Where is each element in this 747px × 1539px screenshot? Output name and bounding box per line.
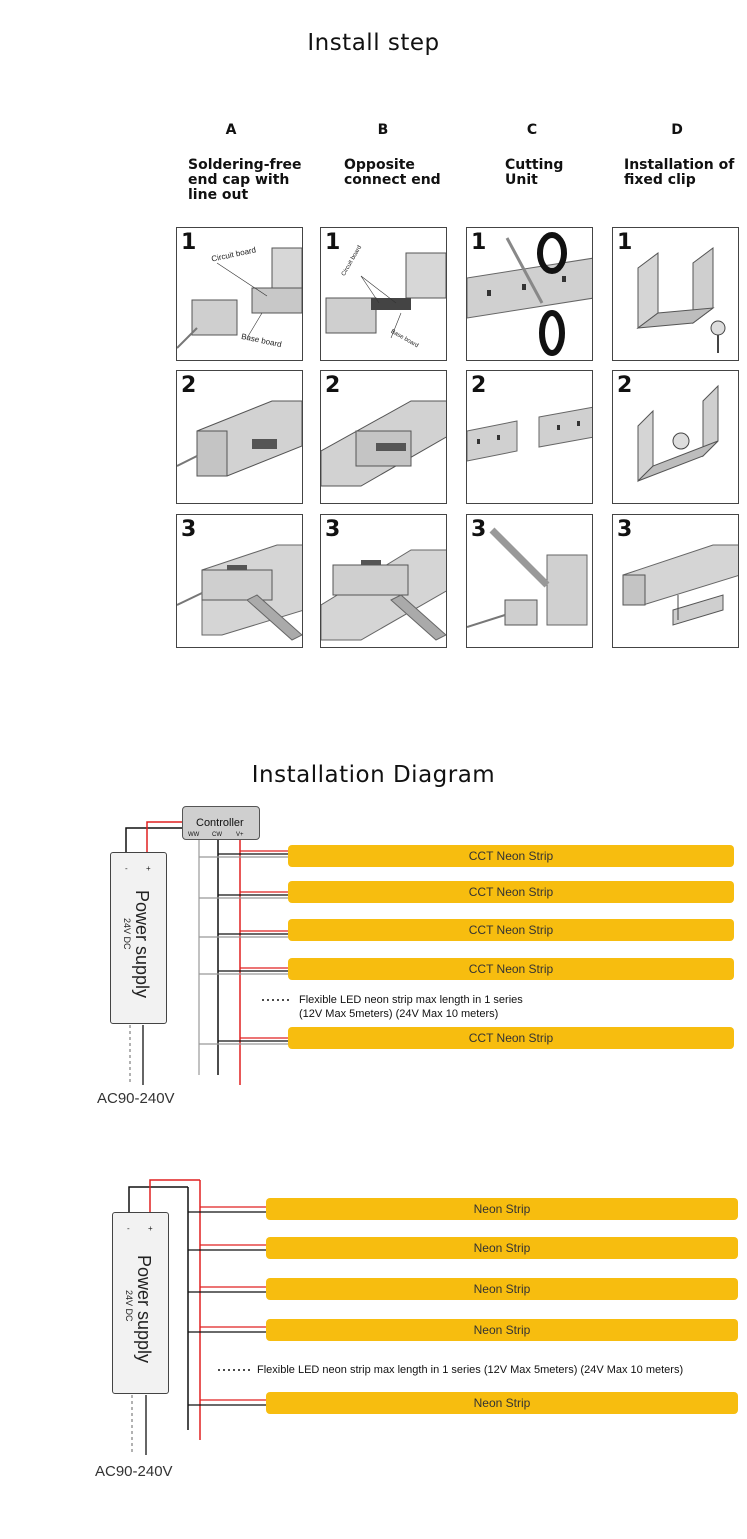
- install-step-title: Install step: [307, 30, 440, 56]
- clip-mounted-illustration: [622, 544, 738, 626]
- column-desc-d: Installation of fixed clip: [624, 157, 735, 188]
- psu-sub-label: 24V DC: [122, 918, 132, 950]
- clip-screw-illustration: [637, 384, 719, 483]
- installation-diagram-title: Installation Diagram: [251, 762, 496, 788]
- ac-input-label-1: AC90-240V: [97, 1090, 175, 1107]
- power-supply-1: [110, 852, 167, 1024]
- step-number: 1: [471, 230, 487, 255]
- opposite-connect-press-illustration: [321, 549, 446, 641]
- column-desc-a: Soldering-free end cap with line out: [188, 157, 302, 203]
- soldering-illustration: [467, 527, 588, 628]
- step-number: 1: [617, 230, 633, 255]
- fixed-clip-illustration: [636, 247, 726, 353]
- psu-label: Power supply: [134, 1255, 154, 1364]
- controller-pin-vplus: V+: [236, 832, 244, 838]
- column-letter-d: D: [671, 122, 683, 138]
- panel-c3: 3: [466, 514, 593, 648]
- panel-a1: 1 Circuit board Base board: [176, 227, 303, 361]
- panel-a2: 2: [176, 370, 303, 504]
- max-length-note-2: Flexible LED neon strip max length in 1 …: [257, 1364, 684, 1376]
- column-desc-b: Opposite connect end: [344, 157, 441, 188]
- panel-d1: 1: [612, 227, 739, 361]
- cct-neon-strip: CCT Neon Strip: [288, 1027, 734, 1049]
- panel-a3: 3: [176, 514, 303, 648]
- end-cap-press-illustration: [177, 544, 302, 641]
- neon-strip: Neon Strip: [266, 1198, 738, 1220]
- column-letter-b: B: [377, 122, 389, 138]
- opposite-connect-illustration: [325, 252, 446, 339]
- scissors-cut-illustration: [467, 232, 592, 356]
- psu-neg-label: -: [127, 1224, 130, 1233]
- step-number: 3: [325, 517, 341, 542]
- controller-box: [182, 806, 260, 840]
- panel-c1: 1: [466, 227, 593, 361]
- panel-b2: 2: [320, 370, 447, 504]
- controller-label: Controller: [196, 817, 244, 829]
- column-letter-a: A: [225, 122, 237, 138]
- column-desc-c: Cutting Unit: [505, 157, 564, 188]
- neon-strip: Neon Strip: [266, 1392, 738, 1414]
- step-number: 1: [181, 230, 197, 255]
- step-number: 2: [325, 373, 341, 398]
- neon-strip: Neon Strip: [266, 1278, 738, 1300]
- step-number: 2: [617, 373, 633, 398]
- panel-b1: 1 Circuit board Base board: [320, 227, 447, 361]
- step-number: 2: [181, 373, 197, 398]
- end-cap-assembled-illustration: [177, 400, 302, 477]
- end-cap-illustration: [177, 247, 302, 349]
- psu-neg-label: -: [125, 864, 128, 873]
- panel-b3: 3: [320, 514, 447, 648]
- psu-sub-label: 24V DC: [124, 1290, 134, 1322]
- cct-neon-strip: CCT Neon Strip: [288, 845, 734, 867]
- max-length-note-line2: (12V Max 5meters) (24V Max 10 meters): [299, 1008, 499, 1020]
- column-letter-c: C: [526, 122, 538, 138]
- step-number: 3: [617, 517, 633, 542]
- power-supply-2: [112, 1212, 169, 1394]
- neon-strip: Neon Strip: [266, 1319, 738, 1341]
- cct-neon-strip: CCT Neon Strip: [288, 881, 734, 903]
- panel-d2: 2: [612, 370, 739, 504]
- cct-neon-strip: CCT Neon Strip: [288, 919, 734, 941]
- neon-strip: Neon Strip: [266, 1237, 738, 1259]
- step-number: 3: [471, 517, 487, 542]
- step-number: 3: [181, 517, 197, 542]
- controller-pin-ww: WW: [188, 832, 200, 838]
- psu-pos-label: +: [148, 1224, 153, 1233]
- max-length-note-line1: Flexible LED neon strip max length in 1 …: [299, 994, 523, 1006]
- opposite-connect-assembled-illustration: [321, 400, 446, 487]
- cct-neon-strip: CCT Neon Strip: [288, 958, 734, 980]
- ac-input-label-2: AC90-240V: [95, 1463, 173, 1480]
- panel-d3: 3: [612, 514, 739, 648]
- step-number: 1: [325, 230, 341, 255]
- controller-pin-cw: CW: [212, 832, 222, 838]
- psu-pos-label: +: [146, 864, 151, 873]
- psu-label: Power supply: [132, 890, 152, 999]
- panel-c2: 2: [466, 370, 593, 504]
- step-number: 2: [471, 373, 487, 398]
- cut-pieces-illustration: [467, 406, 592, 462]
